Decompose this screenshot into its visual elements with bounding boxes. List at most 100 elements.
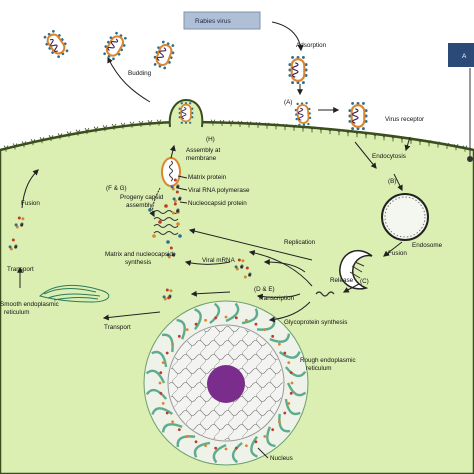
endosome bbox=[381, 193, 429, 241]
adsorption-label: Adsorption bbox=[296, 42, 327, 49]
virus-receptor-icon bbox=[3, 145, 9, 152]
matrix-protein-label: Matrix protein bbox=[188, 174, 227, 181]
progeny-label-2: assembly bbox=[126, 202, 153, 209]
fusion-right-label: Fusion bbox=[388, 250, 407, 257]
virus-receptor-icon bbox=[273, 123, 279, 130]
virus-receptor-icon bbox=[21, 141, 27, 148]
virus-receptor-icon bbox=[291, 124, 297, 131]
rabies-virion-icon bbox=[153, 40, 175, 70]
endosome-label: Endosome bbox=[412, 242, 443, 249]
virus-receptor-icon bbox=[309, 126, 315, 133]
smooth-er bbox=[38, 284, 110, 303]
virus-receptor-icon bbox=[66, 131, 72, 138]
virus-receptor-icon bbox=[264, 122, 270, 129]
assembly-label-1: Assembly at bbox=[186, 147, 221, 154]
virus-receptor-icon bbox=[219, 119, 225, 127]
step-a-label: (A) bbox=[284, 99, 292, 106]
matrix-synthesis-label-2: synthesis bbox=[125, 259, 151, 266]
virus-receptor-icon bbox=[147, 120, 153, 127]
virus-receptor-icon bbox=[336, 129, 342, 136]
rabies-virion-icon bbox=[103, 31, 127, 61]
virus-receptor-icon bbox=[120, 122, 126, 129]
fusion-crescent bbox=[339, 249, 373, 290]
virus-receptor-icon bbox=[426, 140, 432, 147]
fusion-left-label: Fusion bbox=[21, 200, 40, 207]
progeny-label-1: Progeny capsid bbox=[120, 194, 164, 201]
nucleus-label: Nucleus bbox=[270, 455, 293, 462]
virus-receptor-icon bbox=[210, 119, 216, 126]
arrows bbox=[17, 21, 411, 323]
virus-receptor-icon bbox=[300, 125, 306, 132]
protein-dots bbox=[8, 178, 252, 301]
step-fg-label: (F & G) bbox=[106, 185, 127, 192]
rabies-virus-label: Rabies virus bbox=[195, 18, 232, 25]
cell-membrane bbox=[0, 120, 474, 474]
virus-receptor-icon bbox=[138, 120, 144, 127]
virus-receptor-icon bbox=[399, 136, 405, 143]
virus-receptor-icon bbox=[381, 134, 387, 141]
virus-receptor-icon bbox=[48, 135, 54, 142]
rabies-virion-icon bbox=[348, 101, 368, 131]
virus-receptor-icon bbox=[228, 120, 234, 127]
virus-receptor-icon bbox=[417, 138, 423, 146]
virus-receptor-icon bbox=[282, 123, 288, 131]
smooth-er-label-2: reticulum bbox=[4, 309, 30, 316]
rough-er-label-2: reticulum bbox=[306, 365, 332, 372]
rabies-virion-icon bbox=[43, 29, 69, 59]
virus-receptor-icon bbox=[237, 120, 243, 127]
virus-receptor-icon bbox=[453, 144, 459, 151]
rough-er-ring bbox=[145, 302, 307, 464]
virus-receptor-icon bbox=[246, 121, 252, 128]
nucleocapsid-protein-label: Nucleocapsid protein bbox=[188, 200, 247, 207]
virus-receptor-icon bbox=[444, 142, 450, 149]
edge-box bbox=[448, 43, 474, 67]
edge-dot bbox=[467, 156, 473, 162]
receptor-row bbox=[3, 119, 468, 152]
step-c-label: (C) bbox=[360, 278, 369, 285]
endocytosis-label: Endocytosis bbox=[372, 153, 406, 160]
virus-receptor-icon bbox=[462, 145, 468, 152]
step-de-label: (D & E) bbox=[254, 286, 275, 293]
virus-receptor-icon bbox=[390, 135, 396, 142]
smooth-er-label-1: Smooth endoplasmic bbox=[0, 301, 59, 308]
virus-receptor-label: Virus receptor bbox=[385, 116, 424, 123]
release-label: Release bbox=[330, 277, 354, 284]
rabies-virion-icon bbox=[294, 101, 312, 127]
virus-receptor-icon bbox=[363, 132, 369, 139]
virus-receptor-icon bbox=[435, 141, 441, 148]
transport-bottom-label: Transport bbox=[104, 324, 131, 331]
matrix-synthesis-label-1: Matrix and nucleocapsid bbox=[105, 251, 173, 258]
virus-receptor-icon bbox=[30, 139, 36, 146]
step-b-label: (B) bbox=[388, 178, 396, 185]
rough-er-label-1: Rough endoplasmic bbox=[300, 357, 356, 364]
rabies-virion-icon bbox=[178, 102, 194, 124]
virus-receptor-icon bbox=[111, 123, 117, 130]
glycoprotein-synthesis-label: Glycoprotein synthesis bbox=[284, 319, 347, 326]
step-h-label: (H) bbox=[206, 136, 215, 143]
virus-receptor-icon bbox=[84, 127, 90, 135]
rabies-virus-box bbox=[183, 11, 261, 30]
viral-mrna-label: Viral mRNA bbox=[202, 257, 236, 264]
virus-receptor-icon bbox=[93, 126, 99, 133]
virus-receptor-icon bbox=[318, 127, 324, 134]
virus-receptor-icon bbox=[327, 128, 333, 135]
nucleolus bbox=[207, 365, 245, 403]
released-rna bbox=[315, 291, 335, 297]
labels: Adsorption (A) Virus receptor Budding (H… bbox=[0, 42, 443, 462]
assembly-label-2: membrane bbox=[186, 155, 217, 162]
virus-receptor-icon bbox=[39, 137, 45, 144]
virus-receptor-icon bbox=[12, 143, 18, 150]
nucleus-pointer bbox=[257, 447, 269, 459]
transcription-label: Transcription bbox=[258, 295, 295, 302]
virus-receptor-icon bbox=[372, 133, 378, 140]
nucleus bbox=[143, 300, 309, 466]
progeny-capsid bbox=[161, 157, 181, 187]
virus-receptor-icon bbox=[156, 119, 162, 126]
virus-receptor-icon bbox=[255, 121, 261, 129]
rabies-virion-icon bbox=[288, 55, 308, 85]
virus-receptor-icon bbox=[354, 130, 360, 138]
virus-receptor-icon bbox=[345, 129, 351, 137]
virus-receptor-icon bbox=[102, 124, 108, 132]
